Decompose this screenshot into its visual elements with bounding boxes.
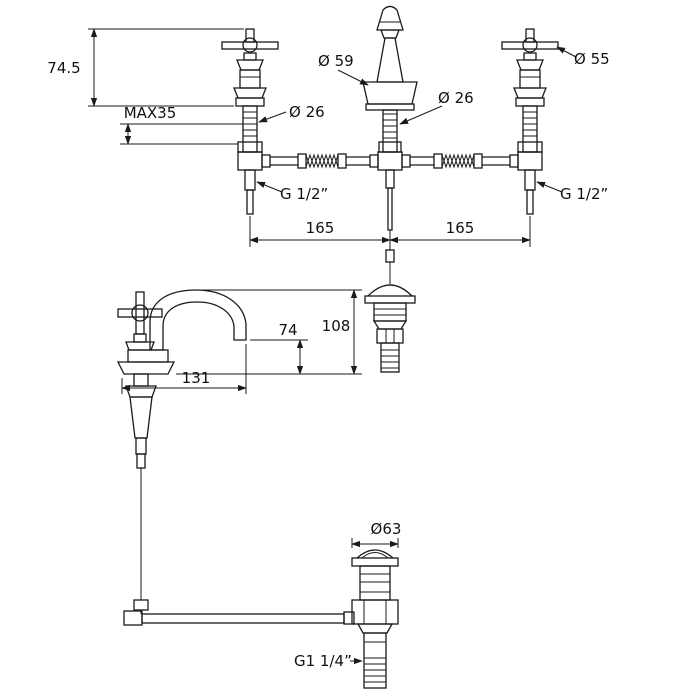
side-underbody — [129, 396, 153, 439]
label-spout-outlet-height: 74 — [278, 321, 297, 339]
waste-flange — [364, 295, 416, 304]
label-waste-flange-diameter: Ø63 — [371, 520, 402, 538]
label-left-valve-diameter: Ø 26 — [289, 103, 325, 121]
label-max-thickness: MAX35 — [124, 104, 177, 122]
center-spout-front — [362, 5, 418, 284]
side-body — [127, 349, 169, 363]
bottom-waste-flange — [351, 557, 399, 567]
popup-rod-linkage — [123, 468, 355, 626]
right-valve-locknut — [517, 141, 543, 153]
center-shank — [382, 109, 398, 153]
label-spout-base-diameter: Ø 59 — [318, 52, 354, 70]
dim-spout-base-diameter: Ø 59 — [318, 52, 369, 86]
left-handle-bar — [221, 41, 279, 50]
lever-boss — [343, 611, 355, 625]
label-spout-total-height: 108 — [322, 317, 351, 335]
right-valve-tee — [517, 151, 543, 171]
dim-spout-outlet-height: 74 — [176, 321, 362, 375]
right-handle-post — [525, 28, 535, 43]
label-left-inlet-thread: G 1/2” — [280, 185, 328, 203]
waste-assembly-bottom — [351, 549, 399, 689]
dim-center-distances: 165 165 — [249, 216, 531, 247]
rod-end-block — [123, 610, 143, 626]
left-hose-coil — [305, 153, 339, 169]
label-waste-thread: G1 1/4” — [294, 652, 352, 670]
horizontal-lever-rod — [141, 613, 345, 624]
left-valve-tailpiece — [244, 169, 256, 191]
dim-left-valve-diameter: Ø 26 — [258, 103, 325, 123]
dim-handle-height: 74.5 — [47, 28, 244, 107]
waste-tailpipe — [380, 342, 400, 373]
dim-left-inlet-thread: G 1/2” — [256, 181, 328, 203]
side-handle-hbar — [117, 308, 163, 318]
side-handle-hub — [131, 304, 149, 322]
label-right-inlet-thread: G 1/2” — [560, 185, 608, 203]
dim-spout-total-height: 108 — [202, 289, 362, 375]
side-spout-curve — [149, 289, 247, 351]
dim-waste-flange-diameter: Ø63 — [351, 520, 402, 548]
dim-waste-thread: G1 1/4” — [294, 652, 363, 670]
label-left-center-distance: 165 — [306, 219, 335, 237]
left-valve-shank — [242, 105, 258, 153]
dim-right-inlet-thread: G 1/2” — [536, 181, 608, 203]
left-valve-front — [221, 28, 279, 215]
spout-cone-body — [376, 37, 404, 83]
bottom-waste-body — [359, 565, 391, 601]
dim-spout-reach: 131 — [121, 344, 247, 394]
right-handle-bar — [501, 41, 559, 50]
popup-waste-top-view — [364, 284, 416, 373]
left-valve-tee — [237, 151, 263, 171]
waste-dome — [367, 284, 413, 297]
bottom-waste-tailpipe — [363, 632, 387, 689]
spout-outlet-bulb — [376, 5, 404, 31]
spout-side-view — [116, 289, 247, 469]
right-valve-front — [501, 28, 559, 215]
right-hose-coil — [441, 153, 475, 169]
rod-clamp — [133, 599, 149, 611]
bottom-waste-dome — [356, 549, 394, 559]
left-valve-locknut — [237, 141, 263, 153]
right-valve-shank — [522, 105, 538, 153]
dim-handle-diameter: Ø 55 — [556, 46, 610, 68]
side-handle-vbar — [135, 291, 145, 335]
side-base-flange — [116, 361, 176, 375]
label-handle-diameter: Ø 55 — [574, 50, 610, 68]
left-handle-hub — [242, 37, 258, 53]
flex-hoses — [270, 153, 510, 169]
label-handle-height: 74.5 — [47, 59, 80, 77]
waste-nut — [376, 328, 404, 344]
dim-max-thickness: MAX35 — [120, 104, 243, 145]
label-center-shank-diameter: Ø 26 — [438, 89, 474, 107]
label-right-center-distance: 165 — [446, 219, 475, 237]
spout-escutcheon — [362, 81, 418, 105]
left-handle-post — [245, 28, 255, 43]
right-handle-hub — [522, 37, 538, 53]
bottom-waste-nut — [351, 599, 399, 625]
center-tee — [377, 151, 403, 171]
right-valve-tailpiece — [524, 169, 536, 191]
dim-center-shank-diameter: Ø 26 — [399, 89, 474, 125]
label-spout-reach: 131 — [182, 369, 211, 387]
